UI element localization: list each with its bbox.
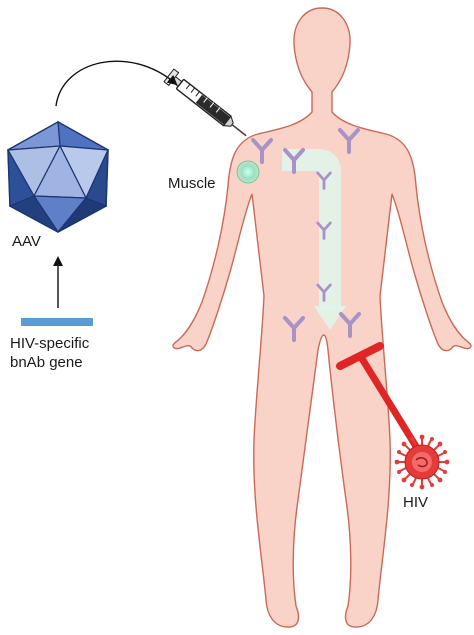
muscle-label: Muscle (168, 175, 216, 192)
gene-label-line2: bnAb gene (10, 354, 83, 371)
gene-bar (21, 318, 93, 326)
syringe-icon (163, 68, 247, 137)
aav-label: AAV (12, 233, 41, 250)
muscle-injection-site-icon (236, 160, 260, 184)
gene-label-line1: HIV-specific (10, 335, 90, 352)
flow-arrowhead (314, 306, 346, 330)
hiv-label: HIV (403, 494, 429, 511)
aav-capsid-icon (7, 120, 109, 234)
hiv-virus-icon (394, 434, 450, 490)
gene-label: HIV-specific bnAb gene (10, 334, 89, 372)
delivery-arrow (55, 60, 178, 107)
inhibition-symbol (336, 342, 420, 450)
